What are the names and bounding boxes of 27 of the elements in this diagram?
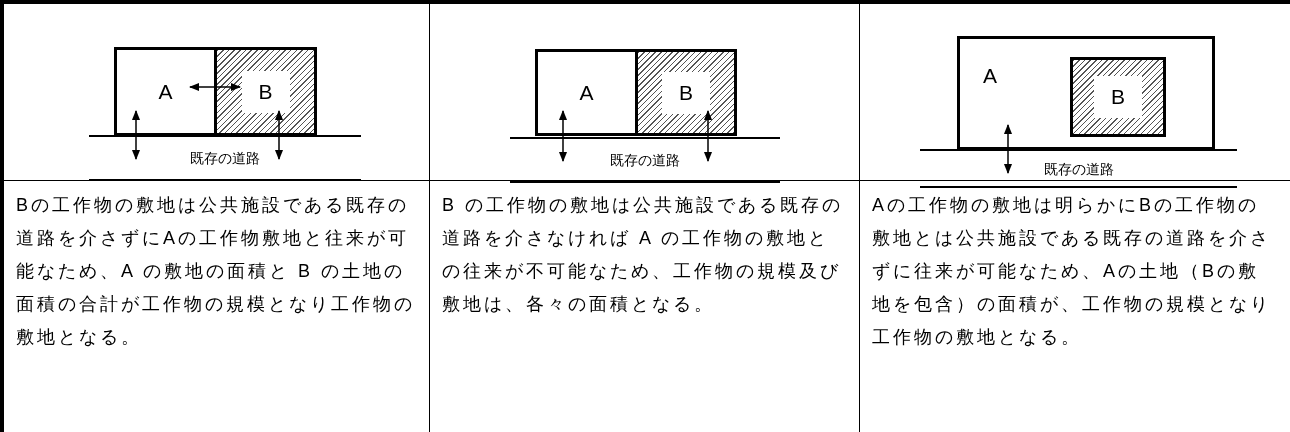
double-arrow bbox=[131, 109, 141, 161]
site-plot bbox=[114, 47, 217, 136]
double-arrow bbox=[558, 109, 568, 163]
site-plot bbox=[957, 36, 1215, 150]
road-label: 既存の道路 bbox=[190, 151, 260, 165]
site-letter: B bbox=[1094, 76, 1142, 118]
double-arrow bbox=[1003, 123, 1013, 175]
site-plot bbox=[535, 49, 638, 136]
double-arrow bbox=[703, 109, 713, 163]
description-text: Aの工作物の敷地は明らかにBの工作物の敷地とは公共施設である既存の道路を介さずに往来が可能なため、Aの土地（Bの敷地を包含）の面積が、工作物の規模となり工作物の敷地となる。 bbox=[872, 194, 1272, 349]
road-label: 既存の道路 bbox=[610, 153, 680, 167]
site-letter: A bbox=[158, 81, 173, 102]
site-letter: B bbox=[241, 70, 290, 113]
description-text: Bの工作物の敷地は公共施設である既存の道路を介さずにAの工作物敷地と往来が可能なため、A の敷地の面積と B の土地の面積の合計が工作物の規模となり工作物の敷地となる。 bbox=[16, 194, 416, 349]
road-band bbox=[920, 149, 1237, 188]
hatched-site-plot bbox=[635, 49, 737, 136]
road-band bbox=[89, 135, 361, 181]
description-text: B の工作物の敷地は公共施設である既存の道路を介さなければ A の工作物の敷地との往来が不可能なため、工作物の規模及び敷地は、各々の面積となる。 bbox=[442, 194, 844, 316]
site-letter: B bbox=[662, 71, 710, 114]
site-letter: A bbox=[579, 82, 594, 103]
hatched-site-plot bbox=[1070, 57, 1166, 137]
hatched-site-plot bbox=[214, 47, 317, 136]
road-band bbox=[510, 137, 780, 183]
double-arrow bbox=[188, 82, 242, 92]
double-arrow bbox=[274, 109, 284, 161]
site-letter: A bbox=[983, 65, 997, 86]
road-label: 既存の道路 bbox=[1043, 161, 1114, 176]
